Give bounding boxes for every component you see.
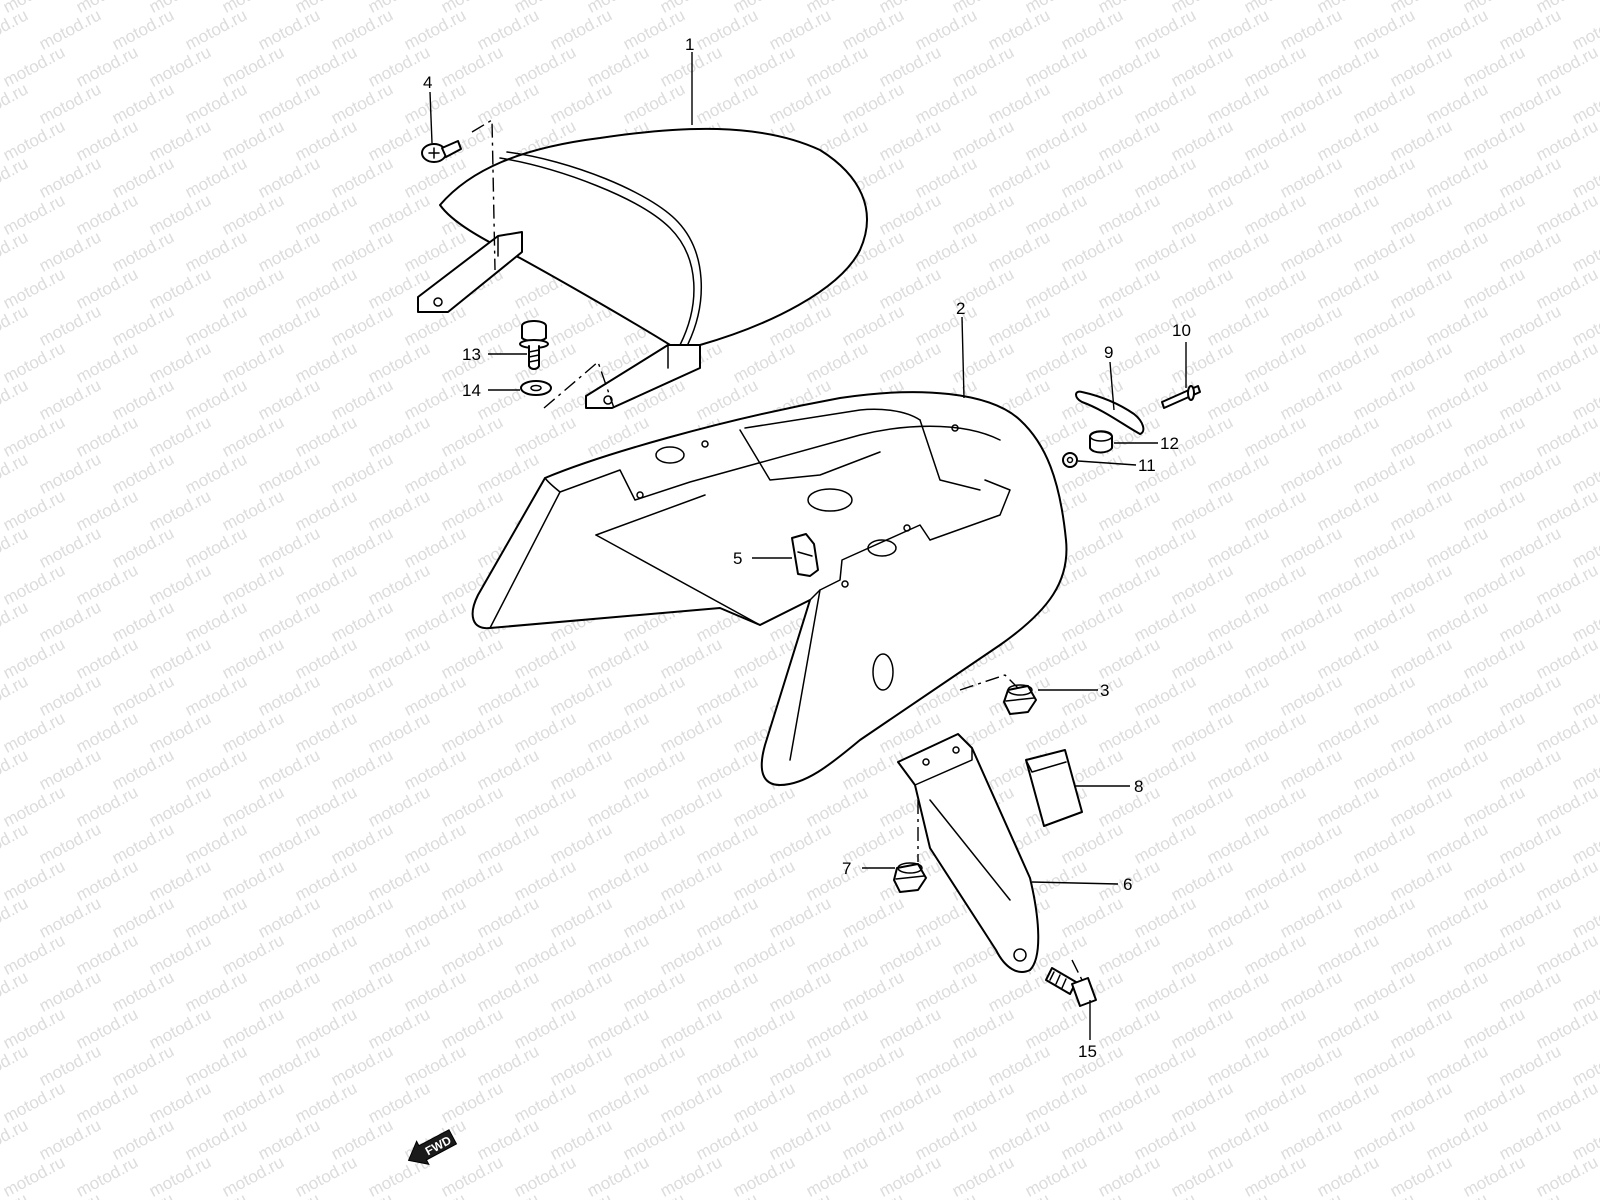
part-8-cushion-pad[interactable]: [1025, 749, 1083, 827]
part-11-nut[interactable]: [1062, 452, 1078, 468]
callout-6: 6: [1123, 875, 1132, 894]
callout-11: 11: [1138, 456, 1156, 475]
part-14-washer[interactable]: [520, 380, 552, 396]
part-7-nut[interactable]: [893, 862, 927, 893]
part-3-nut[interactable]: [1003, 684, 1037, 715]
leader-lines: [429, 52, 1187, 1040]
callout-4: 4: [423, 73, 432, 92]
callout-2: 2: [956, 299, 965, 318]
part-15-bolt[interactable]: [1045, 967, 1097, 1007]
callout-1: 1: [685, 35, 694, 54]
callout-10: 10: [1172, 321, 1191, 340]
callout-7: 7: [842, 859, 851, 878]
callout-9: 9: [1104, 343, 1113, 362]
part-6-bracket[interactable]: [897, 733, 1040, 973]
fwd-arrow-icon: [407, 1129, 458, 1165]
callout-14: 14: [462, 381, 481, 400]
callout-12: 12: [1160, 434, 1179, 453]
assembly-lines: [471, 118, 1083, 981]
callout-15: 15: [1078, 1042, 1097, 1061]
part-10-pin[interactable]: [1161, 385, 1201, 409]
callout-13: 13: [462, 345, 481, 364]
part-13-bolt[interactable]: [519, 320, 549, 370]
part-4-screw[interactable]: [421, 140, 462, 163]
callout-3: 3: [1100, 681, 1109, 700]
callout-8: 8: [1134, 777, 1143, 796]
fwd-badge: FWD: [407, 1129, 458, 1165]
part-9-band[interactable]: [1075, 390, 1145, 435]
part-12-cushion[interactable]: [1089, 430, 1113, 454]
callout-5: 5: [733, 549, 742, 568]
part-5-clip[interactable]: [791, 533, 819, 577]
callout-labels: 1 2 3 4 5 6 7 8 9 10 11 12 13 14 15: [423, 35, 1191, 1061]
part-1-seat-tail-cover[interactable]: [417, 127, 868, 409]
part-2-rear-frame-cover[interactable]: [471, 391, 1068, 786]
